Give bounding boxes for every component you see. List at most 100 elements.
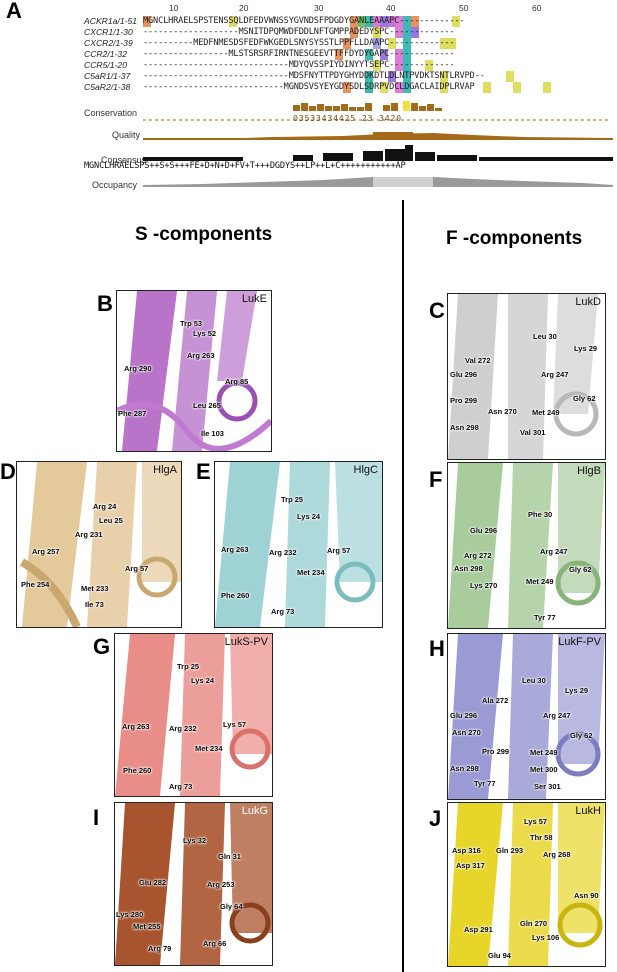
residue-label: Met 233 — [81, 584, 109, 593]
sequence-residues: -----------------------------MDYQVSSPIYD… — [143, 60, 455, 70]
residue-label: Met 300 — [530, 765, 558, 774]
residue-label: Gly 62 — [573, 394, 596, 403]
residue-label: Arg 268 — [543, 850, 571, 859]
sequence-name: CXCR2/1-39 — [84, 38, 133, 48]
sequence-residues: -----------------MLSTSRSRFIRNTNESGEEVTTF… — [143, 49, 455, 59]
panel-title: HlgC — [353, 464, 378, 476]
ribbon-illustration — [448, 463, 605, 628]
residue-label: Arg 263 — [221, 545, 249, 554]
consensus-sequence: MGNCLHRAELSPS++S+S+++FE+D+N+D+FV+T+++DGD… — [84, 161, 406, 171]
ruler-tick: 30 — [314, 3, 324, 13]
residue-label: Asn 270 — [452, 728, 481, 737]
residue-label: Arg 247 — [540, 547, 568, 556]
residue-label: Arg 57 — [125, 564, 149, 573]
structure-panel-hlgc: HlgC Trp 25 Lys 24 Arg 263 Arg 232 Arg 5… — [214, 461, 383, 628]
residue-label: Phe 30 — [528, 510, 553, 519]
panel-title: LukH — [575, 805, 601, 817]
panel-title: HlgA — [153, 464, 177, 476]
residue-label: Asp 316 — [452, 846, 481, 855]
residue-label: Gly 62 — [569, 565, 592, 574]
ribbon-illustration — [448, 803, 605, 966]
residue-label: Lys 52 — [193, 329, 217, 338]
residue-label: Gln 31 — [218, 852, 241, 861]
residue-label: Met 249 — [530, 748, 558, 757]
sequence-name: C5aR1/1-37 — [84, 71, 131, 81]
panel-letter-j: J — [429, 806, 442, 831]
conservation-numbers: 03533434425 23 3420 — [293, 113, 402, 123]
residue-label: Lys 32 — [183, 836, 207, 845]
residue-label: Pro 299 — [450, 396, 478, 405]
panel-letter-e: E — [196, 459, 211, 484]
residue-label: Arg 57 — [327, 546, 351, 555]
structure-panel-luks-pv: LukS-PV Trp 25 Lys 24 Arg 263 Arg 232 Ly… — [114, 633, 273, 797]
residue-label: Ser 301 — [534, 782, 561, 791]
residue-label: Arg 253 — [207, 880, 235, 889]
residue-label: Trp 53 — [180, 319, 203, 328]
panel-title: LukE — [241, 293, 267, 305]
sequence-name: CCR2/1-32 — [84, 49, 127, 59]
residue-label: Arg 257 — [32, 547, 60, 556]
sequence-name: CCR5/1-20 — [84, 60, 127, 70]
residue-label: Arg 263 — [122, 722, 150, 731]
residue-label: Gly 62 — [570, 731, 593, 740]
residue-label: Met 249 — [532, 408, 560, 417]
sequence-residues: -----------------------------MDSFNYTTPDY… — [143, 71, 485, 81]
residue-label: Arg 290 — [124, 364, 152, 373]
residue-label: Arg 231 — [75, 530, 103, 539]
residue-label: Lys 57 — [223, 720, 247, 729]
residue-label: Arg 263 — [187, 351, 215, 360]
residue-label: Asn 298 — [450, 764, 479, 773]
s-components-title: S -components — [135, 224, 273, 245]
residue-label: Glu 296 — [450, 370, 478, 379]
residue-label: Phe 260 — [221, 591, 250, 600]
panel-letter-f: F — [429, 467, 443, 492]
panel-letter-a: A — [6, 0, 22, 23]
residue-label: Arg 272 — [464, 551, 492, 560]
ruler-tick: 10 — [169, 3, 179, 13]
residue-label: Asn 270 — [488, 407, 517, 416]
residue-label: Arg 73 — [169, 782, 193, 791]
ribbon-illustration — [448, 634, 605, 799]
sequence-name: ACKR1a/1-51 — [84, 16, 138, 26]
residue-label: Asn 298 — [454, 564, 483, 573]
residue-label: Asn 90 — [574, 891, 599, 900]
residue-label: Lys 57 — [524, 817, 548, 826]
structure-panel-lukh: LukH Lys 57 Thr 58 Asp 316 Gln 293 Arg 2… — [447, 802, 606, 967]
residue-label: Lys 29 — [565, 686, 589, 695]
residue-label: Gln 270 — [520, 919, 548, 928]
residue-label: Met 249 — [526, 577, 554, 586]
sequence-name: C5aR2/1-38 — [84, 82, 131, 92]
residue-label: Arg 24 — [93, 502, 117, 511]
panel-letter-b: B — [97, 291, 113, 316]
track-label-consensus: Consensus — [101, 155, 147, 165]
residue-label: Leu 25 — [99, 516, 123, 525]
panel-letter-c: C — [429, 298, 445, 323]
sequence-name: CXCR1/1-30 — [84, 27, 133, 37]
residue-label: Lys 106 — [532, 933, 560, 942]
residue-label: Glu 282 — [139, 878, 167, 887]
residue-label: Asn 298 — [450, 423, 479, 432]
structure-panel-lukg: LukG Lys 32 Gln 31 Glu 282 Arg 253 Lys 2… — [114, 802, 273, 966]
panel-title: LukS-PV — [224, 636, 268, 648]
sequence-residues: MGNCLHRAELSPSTENSSQLDFEDVWNSSYGVNDSFPDGD… — [143, 16, 465, 26]
structure-panel-hlgb: HlgB Phe 30 Glu 296 Arg 272 Arg 247 Asn … — [447, 462, 606, 629]
sequence-residues: ----------------------------MGNDSVSYEYGD… — [143, 82, 475, 92]
ribbon-illustration — [117, 291, 271, 451]
residue-label: Lys 270 — [470, 581, 498, 590]
ruler-tick: 20 — [239, 3, 249, 13]
residue-label: Met 234 — [195, 744, 223, 753]
residue-label: Val 272 — [465, 356, 491, 365]
track-label-conservation: Conservation — [84, 108, 138, 118]
residue-label: Arg 85 — [225, 377, 249, 386]
occupancy-histogram — [143, 177, 613, 187]
residue-label: Arg 247 — [543, 711, 571, 720]
residue-label: Arg 79 — [148, 944, 172, 953]
residue-label: Phe 287 — [118, 409, 147, 418]
residue-label: Arg 73 — [271, 607, 295, 616]
ribbon-illustration — [115, 803, 272, 965]
ruler-tick: 40 — [386, 3, 396, 13]
residue-label: Ile 73 — [85, 600, 104, 609]
residue-label: Leu 30 — [533, 332, 557, 341]
panel-letter-i: I — [93, 805, 100, 830]
residue-label: Ala 272 — [482, 696, 509, 705]
